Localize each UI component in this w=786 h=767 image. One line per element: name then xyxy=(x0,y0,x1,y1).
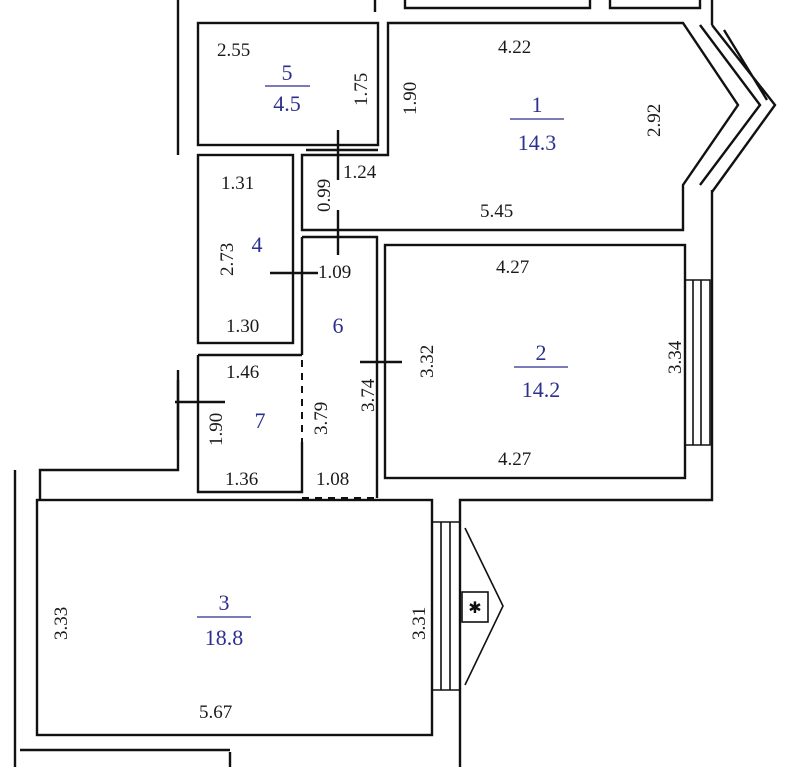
dim-r2-bottom: 4.27 xyxy=(498,449,531,470)
top-wall-left xyxy=(176,0,702,20)
bay-window xyxy=(699,24,777,193)
dim-r4-top: 1.31 xyxy=(221,173,254,194)
room-1-outline xyxy=(300,21,740,232)
ac-unit-icon: ✱ xyxy=(468,600,481,617)
room-5-outline xyxy=(196,21,380,147)
room-5-area: 4.5 xyxy=(273,91,301,116)
room-3-number: 3 xyxy=(219,590,230,615)
room-4-number: 4 xyxy=(252,232,263,257)
room-1-area: 14.3 xyxy=(518,130,557,155)
room-6-number: 6 xyxy=(333,313,344,338)
room-2-number: 2 xyxy=(536,340,547,365)
dim-hall-w1: 1.24 xyxy=(343,162,377,183)
dim-r7-right: 3.79 xyxy=(311,402,332,435)
room-3-outline xyxy=(35,498,434,737)
room-2-outline xyxy=(383,243,687,480)
dim-r2-top: 4.27 xyxy=(496,257,529,278)
dim-r1-bottom: 5.45 xyxy=(480,201,513,222)
room-7-number: 7 xyxy=(255,408,266,433)
ac-unit-box xyxy=(461,591,489,623)
dim-r3-bottom: 5.67 xyxy=(199,702,232,723)
room-2-window xyxy=(685,279,711,446)
dim-r7-side: 1.90 xyxy=(206,413,227,446)
room-4-outline xyxy=(196,153,295,345)
dim-r2-right: 3.34 xyxy=(665,340,686,374)
left-outer-wall xyxy=(13,20,232,767)
dim-r3-right: 3.31 xyxy=(409,607,430,640)
right-outer-wall xyxy=(458,0,714,767)
dim-r3-left: 3.33 xyxy=(51,607,72,640)
corridor-6-outline xyxy=(300,235,379,498)
dim-r5-side: 1.75 xyxy=(351,73,372,106)
dim-r7-bottom: 1.36 xyxy=(225,469,258,490)
room-7-outline xyxy=(196,353,304,494)
dim-hall-h1: 0.99 xyxy=(314,179,335,212)
room-1-number: 1 xyxy=(532,92,543,117)
dim-r1-right: 2.92 xyxy=(644,104,665,137)
dim-r2-left: 3.32 xyxy=(417,345,438,378)
room-5-number: 5 xyxy=(282,60,293,85)
balcony-ac-unit xyxy=(464,527,504,686)
dim-r4-side: 2.73 xyxy=(217,243,238,276)
room-7-door xyxy=(175,380,225,440)
dim-r1-top: 4.22 xyxy=(498,37,531,58)
room-2-area: 14.2 xyxy=(522,377,561,402)
room-3-area: 18.8 xyxy=(205,625,244,650)
room-3-window xyxy=(432,521,461,691)
dim-r5-top: 2.55 xyxy=(217,40,250,61)
dim-r7-top: 1.46 xyxy=(226,362,259,383)
dim-r4-bottom: 1.30 xyxy=(226,316,259,337)
dim-r4-door: 1.09 xyxy=(318,262,351,283)
dim-corr-w: 1.08 xyxy=(316,469,349,490)
dim-r1-left: 1.90 xyxy=(400,82,421,115)
dim-r6-side: 3.74 xyxy=(358,378,379,412)
